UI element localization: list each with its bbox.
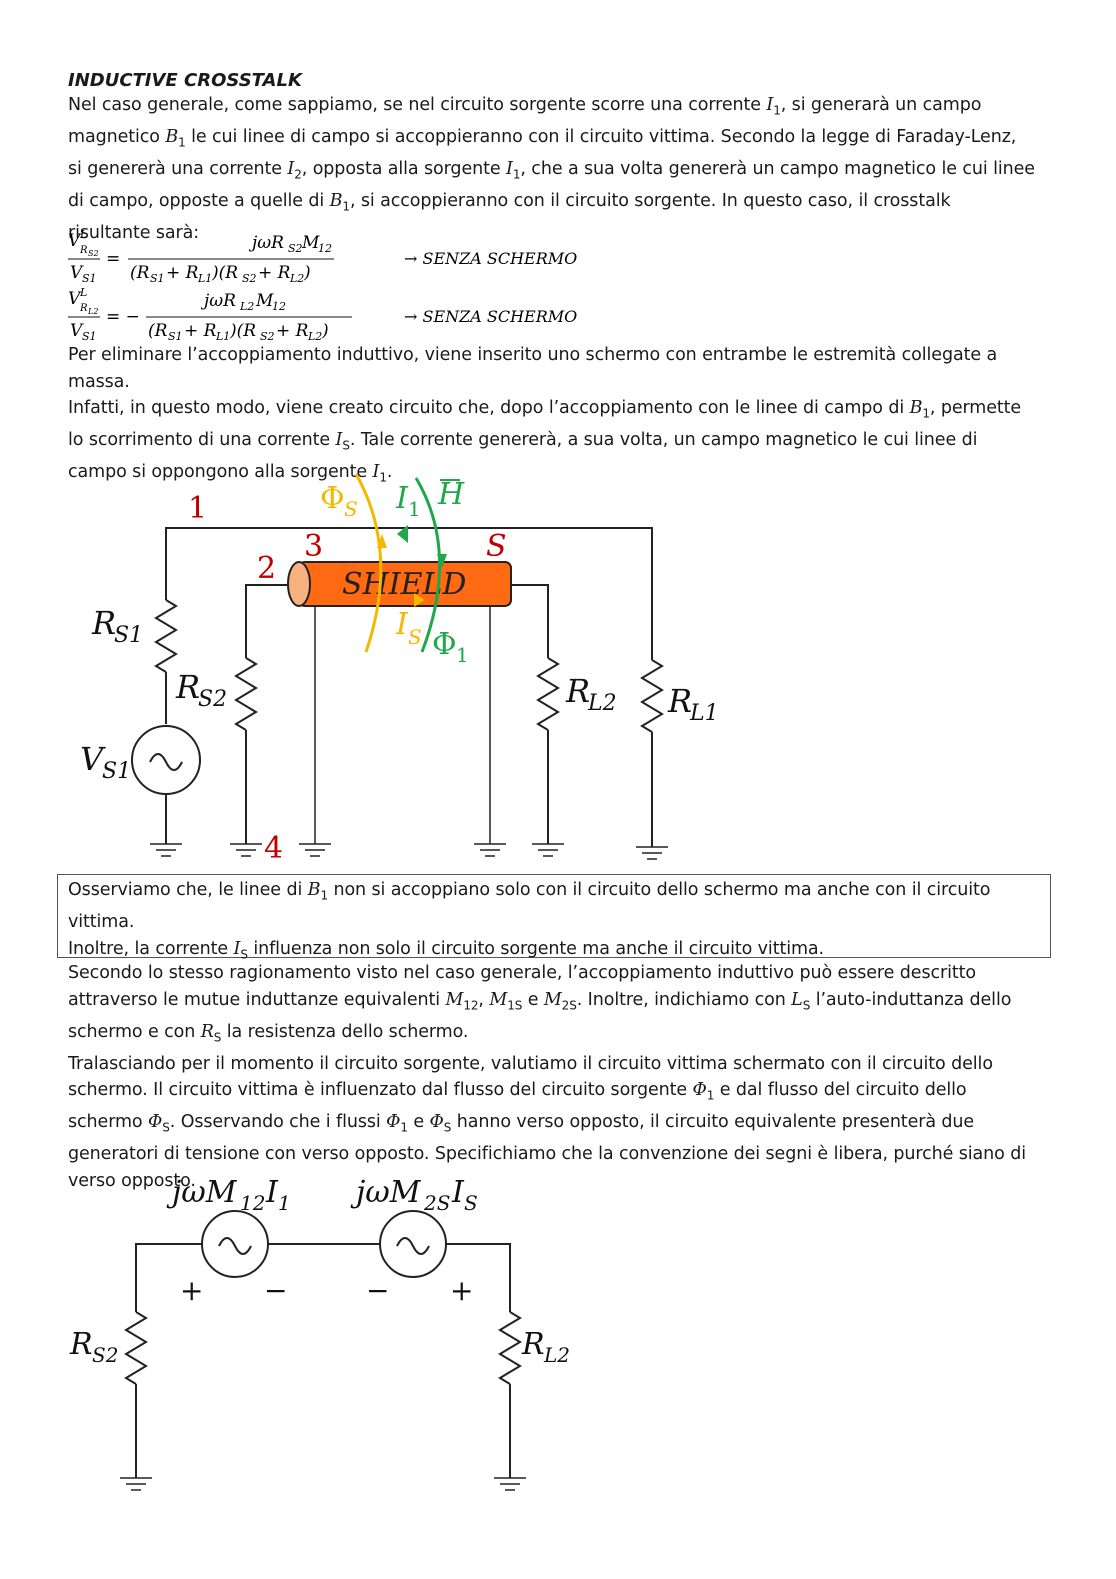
svg-text:Φ: Φ [320, 481, 345, 516]
svg-text:+ R: + R [258, 263, 291, 283]
svg-text:(R: (R [130, 263, 150, 283]
svg-text:L1: L1 [689, 701, 719, 726]
svg-text:12: 12 [240, 1191, 265, 1215]
svg-text:L2: L2 [543, 1343, 570, 1367]
svg-text:I: I [451, 1175, 465, 1210]
svg-text:V: V [68, 231, 82, 251]
svg-text:jωR: jωR [248, 233, 284, 253]
svg-text:S: S [486, 529, 507, 564]
svg-text:L2: L2 [587, 691, 617, 716]
svg-text:L: L [79, 228, 87, 241]
svg-text:S: S [344, 497, 358, 521]
svg-text:L2: L2 [87, 307, 98, 316]
svg-text:V: V [70, 263, 84, 283]
svg-text:L1: L1 [215, 330, 230, 343]
svg-text:1: 1 [408, 497, 421, 521]
svg-text:jωM: jωM [350, 1175, 422, 1210]
svg-text:S2: S2 [198, 687, 227, 712]
svg-text:L2: L2 [307, 330, 322, 343]
svg-text:S: S [408, 625, 422, 649]
svg-text:2S: 2S [423, 1191, 450, 1215]
svg-text:3: 3 [304, 529, 323, 564]
svg-text:+: + [450, 1274, 473, 1307]
svg-text:M: M [301, 233, 320, 253]
svg-text:R: R [79, 245, 88, 256]
paragraph-3: Secondo lo stesso ragionamento visto nel… [68, 963, 1026, 1191]
svg-text:+: + [180, 1274, 203, 1307]
svg-text:)(R: )(R [211, 263, 238, 283]
svg-text:R: R [91, 604, 116, 642]
svg-text:S1: S1 [82, 272, 97, 285]
svg-text:R: R [521, 1327, 545, 1362]
svg-text:S2: S2 [92, 1343, 118, 1367]
note-box: Osserviamo che, le linee di B1 non si ac… [57, 874, 1051, 961]
svg-text:=: = [106, 249, 120, 269]
svg-text:V: V [68, 289, 82, 309]
svg-text:I: I [265, 1175, 279, 1210]
svg-text:S1: S1 [114, 623, 143, 648]
paragraph-2: Per eliminare l’accoppiamento induttivo,… [68, 345, 1022, 485]
svg-text:1: 1 [188, 491, 207, 526]
svg-text:): ) [321, 321, 329, 341]
svg-text:12: 12 [318, 242, 332, 255]
note-text: Osserviamo che, le linee di B1 non si ac… [68, 880, 991, 961]
svg-text:+ R: + R [184, 321, 217, 341]
svg-text:1: 1 [278, 1191, 291, 1215]
svg-text:V: V [80, 740, 106, 778]
svg-text:+ R: + R [276, 321, 309, 341]
svg-text:Φ: Φ [432, 627, 457, 662]
svg-text:→ SENZA SCHERMO: → SENZA SCHERMO [404, 249, 577, 268]
svg-text:→ SENZA SCHERMO: → SENZA SCHERMO [404, 307, 577, 326]
svg-text:S: S [464, 1191, 478, 1215]
svg-text:R: R [667, 682, 692, 720]
svg-text:jωR: jωR [200, 291, 236, 311]
svg-text:+ R: + R [166, 263, 199, 283]
svg-text:S1: S1 [150, 272, 165, 285]
svg-text:4: 4 [264, 831, 283, 866]
svg-text:R: R [175, 668, 200, 706]
svg-text:−: − [366, 1274, 389, 1307]
svg-text:R: R [79, 303, 88, 314]
svg-text:S2: S2 [242, 272, 257, 285]
page-title: INDUCTIVE CROSSTALK [68, 70, 302, 91]
svg-text:S1: S1 [82, 330, 97, 343]
shield-label: SHIELD [342, 567, 466, 602]
svg-text:jωM: jωM [166, 1175, 238, 1210]
svg-text:(R: (R [148, 321, 168, 341]
svg-text:= −: = − [106, 307, 140, 327]
svg-text:2: 2 [257, 551, 276, 586]
svg-text:S2: S2 [260, 330, 275, 343]
svg-text:R: R [69, 1327, 93, 1362]
svg-text:): ) [303, 263, 311, 283]
svg-text:H: H [437, 477, 465, 512]
svg-text:L2: L2 [239, 300, 254, 313]
svg-text:S1: S1 [102, 759, 131, 784]
svg-text:1: 1 [456, 643, 469, 667]
svg-text:M: M [255, 291, 274, 311]
svg-text:I: I [395, 481, 409, 516]
svg-text:S1: S1 [168, 330, 183, 343]
svg-text:)(R: )(R [229, 321, 256, 341]
svg-text:L: L [79, 286, 87, 299]
svg-text:V: V [70, 321, 84, 341]
svg-text:I: I [395, 607, 409, 642]
svg-text:L2: L2 [289, 272, 304, 285]
svg-text:S2: S2 [288, 242, 303, 255]
svg-text:L1: L1 [197, 272, 212, 285]
svg-text:R: R [565, 672, 590, 710]
svg-text:12: 12 [272, 300, 286, 313]
paragraph-1: Nel caso generale, come sappiamo, se nel… [68, 95, 1035, 243]
svg-text:−: − [264, 1274, 287, 1307]
svg-text:S2: S2 [88, 249, 99, 258]
